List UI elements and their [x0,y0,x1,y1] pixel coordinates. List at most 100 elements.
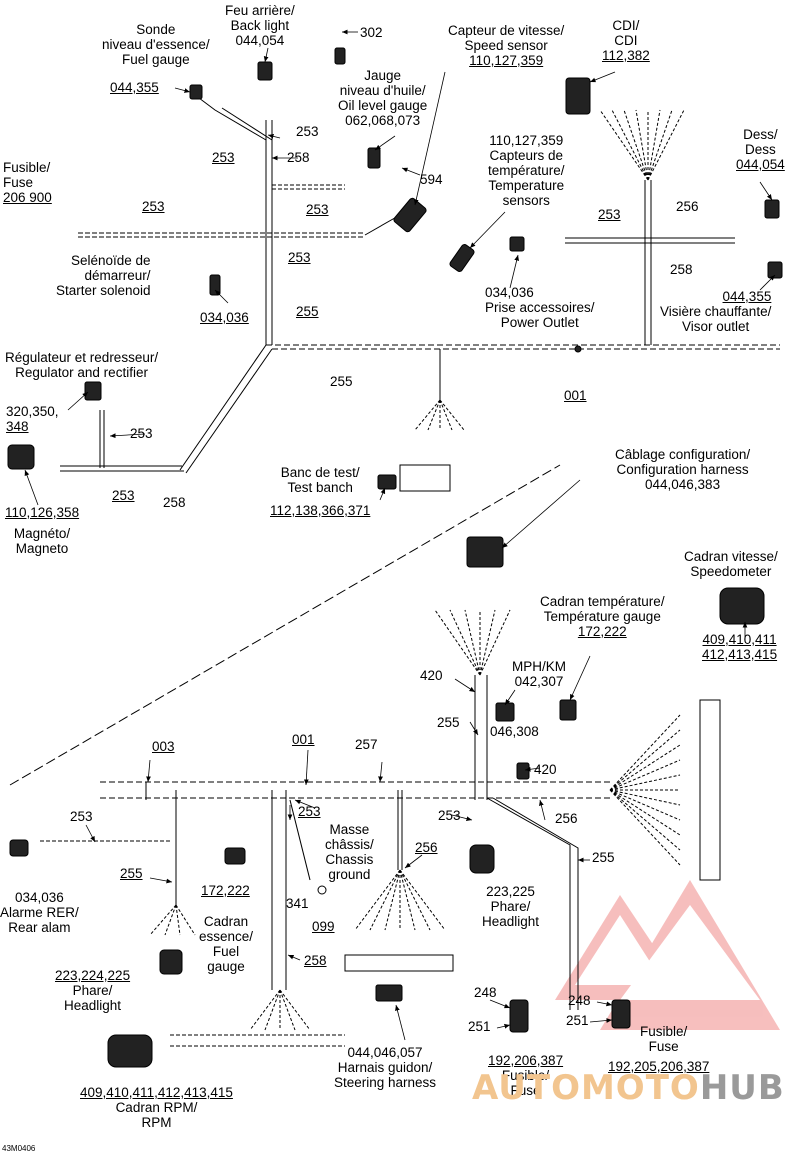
temp-gauge-label: Cadran température/ Température gauge 17… [540,594,665,639]
speed-sensor-fr: Capteur de vitesse/ [448,23,565,38]
left-headlight-number: 223,224,225 [55,968,131,983]
bottom-fuse-en: Fuse [510,1083,541,1098]
chassis-ground-099 [317,885,327,895]
rpm-fr: Cadran RPM/ [115,1100,198,1115]
label-251a: 251 [468,1019,491,1034]
solenoid-number: 034,036 [200,310,249,325]
test-bench-en: Test banch [287,480,353,495]
label-253-right: 253 [598,207,621,222]
rear-alarm-en: Rear alam [8,920,71,935]
temp-sensors-en2: sensors [502,193,550,208]
right-fuse-fr: Fusible/ [640,1024,688,1039]
fuse-top-fr: Fusible/ [3,160,51,175]
speed-sensor-label: Capteur de vitesse/ Speed sensor 110,127… [448,23,564,68]
cdi-module [565,77,591,115]
fuel-dial-en2: gauge [207,959,245,974]
label-099: 099 [312,919,335,934]
fuse-top-label: Fusible/ Fuse 206 900 [3,160,52,205]
config-harness-label: Câblage configuration/ Configuration har… [615,447,750,492]
label-302: 302 [360,25,383,40]
mph-title: MPH/KM [512,659,566,674]
right-headlight-fr: Phare/ [490,899,531,914]
rear-alarm-label: 034,036 Alarme RER/ Rear alam [0,890,79,935]
speedometer-label: Cadran vitesse/ Speedometer [684,549,778,579]
oil-gauge-fr: Jauge [364,68,402,83]
watermark-logo [555,880,780,1030]
label-248b: 248 [568,993,591,1008]
regulator-number: 320,350, 348 [6,404,59,434]
solenoid-fr2: démarreur/ [84,268,151,283]
label-253-mid: 253 [306,202,329,217]
starter-solenoid [209,274,221,296]
magneto-number: 110,126,358 [5,505,80,520]
left-headlight-label: 223,224,225 Phare/ Headlight [55,968,130,1013]
label-253f: 253 [130,426,153,441]
label-253a: 253 [212,150,235,165]
back-light-connector [257,61,273,81]
label-341: 341 [286,896,309,911]
dess-connector [764,199,780,219]
label-258b: 258 [670,262,693,277]
config-number: 044,046,383 [645,477,721,492]
power-outlet-label: 034,036 Prise accessoires/ Power Outlet [485,285,595,330]
power-outlet-fr: Prise accessoires/ [485,300,595,315]
left-headlight [159,949,183,975]
right-fuse-en: Fuse [648,1039,679,1054]
config-fr: Câblage configuration/ [615,447,751,462]
oil-gauge-en: Oil level gauge [338,98,428,113]
speedometer-pinout [699,699,721,881]
temp-sensors-fr2: température/ [488,163,565,178]
label-001a: 001 [564,388,587,403]
bottom-fuse-number: 192,206,387 [488,1053,564,1068]
oil-gauge-fr2: niveau d'huile/ [339,83,426,98]
visor-fr: Visière chauffante/ [660,304,772,319]
speedo-number-1: 409,410,411 [702,632,777,647]
dess-en: Dess [745,142,776,157]
test-bench-number: 112,138,366,371 [270,503,371,518]
chassis-en: Chassis [325,852,374,867]
temp-sensors-fr: Capteurs de [489,148,564,163]
steering-pins [344,954,454,972]
label-251b: 251 [566,1013,589,1028]
fuel-dial-en: Fuel [212,944,240,959]
speedo-number-2: 412,413,415 [702,647,778,662]
temp-gauge-lower [224,847,246,865]
bottom-fuse-fr: Fusible/ [501,1068,550,1083]
chassis-en2: ground [328,867,371,882]
fuel-dial-fr2: essence/ [199,929,254,944]
label-258d: 258 [304,953,327,968]
temp-sensors-number: 110,127,359 [489,133,564,148]
connector-302 [334,47,346,65]
right-fuse-label: Fusible/ Fuse [640,1024,687,1054]
mph-label: MPH/KM 042,307 [512,659,566,689]
drawing-code: 43M0406 [2,1144,36,1153]
magneto [7,444,35,470]
label-172-222: 172,222 [201,883,250,898]
test-bench-label: Banc de test/ Test banch 112,138,366,371 [270,465,370,518]
speed-sensor-en: Speed sensor [464,38,548,53]
fuse-right [611,999,631,1029]
rpm-gauge-label: 409,410,411,412,413,415 Cadran RPM/ RPM [80,1085,233,1130]
label-255e: 255 [120,866,143,881]
label-256a: 256 [676,199,699,214]
fuel-gauge-connector [189,84,203,100]
regulator-en: Regulator and rectifier [15,365,148,380]
steering-en: Steering harness [334,1075,437,1090]
label-046-308: 046,308 [490,724,539,739]
temp-gauge-number: 172,222 [577,624,627,639]
cdi-number: 112,382 [602,48,650,63]
label-256c: 256 [415,840,438,855]
fuel-gauge-dial-label: Cadran essence/ Fuel gauge [199,914,253,974]
regulator-number-1: 320,350, [6,404,59,419]
fuel-dial-fr: Cadran [203,914,249,929]
temp-sensors-label: 110,127,359 Capteurs de température/ Tem… [488,133,565,208]
automotohub-logo: AUTOMOTOHUB [472,1068,785,1108]
label-255c: 255 [437,715,460,730]
left-headlight-fr: Phare/ [72,983,113,998]
rear-alarm-number: 034,036 [14,890,64,905]
dess-number: 044,054 [736,157,785,172]
speed-sensor [393,197,427,233]
label-253g: 253 [112,488,135,503]
steering-harness-connector [375,984,403,1002]
mph-number: 042,307 [514,674,564,689]
